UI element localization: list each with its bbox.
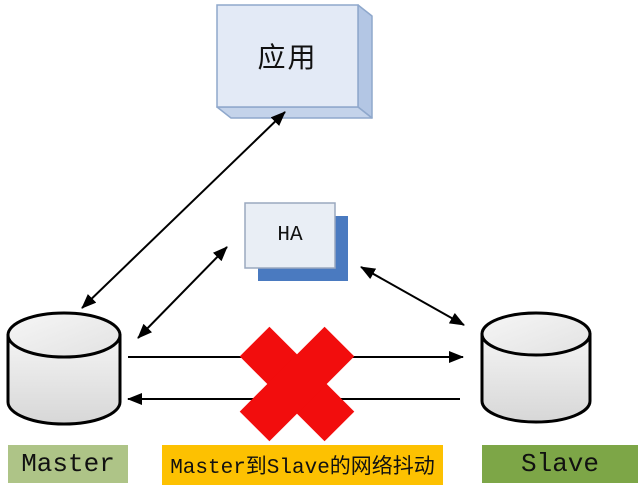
arrow-app-master [81, 111, 286, 309]
application-box-side [357, 4, 373, 119]
application-box-bottom [216, 106, 373, 119]
master-badge: Master [8, 445, 128, 483]
slave-badge: Slave [482, 445, 638, 483]
arrow-ha-slave [360, 266, 465, 326]
ha-label: HA [277, 224, 303, 247]
network-failure-x-icon [239, 326, 355, 442]
application-label: 应用 [257, 45, 318, 76]
slave-database-cylinder [480, 311, 592, 424]
network-jitter-note: Master到Slave的网络抖动 [162, 445, 443, 485]
master-database-cylinder [6, 311, 122, 426]
arrow-ha-master [137, 246, 228, 339]
application-box-face [216, 4, 359, 108]
